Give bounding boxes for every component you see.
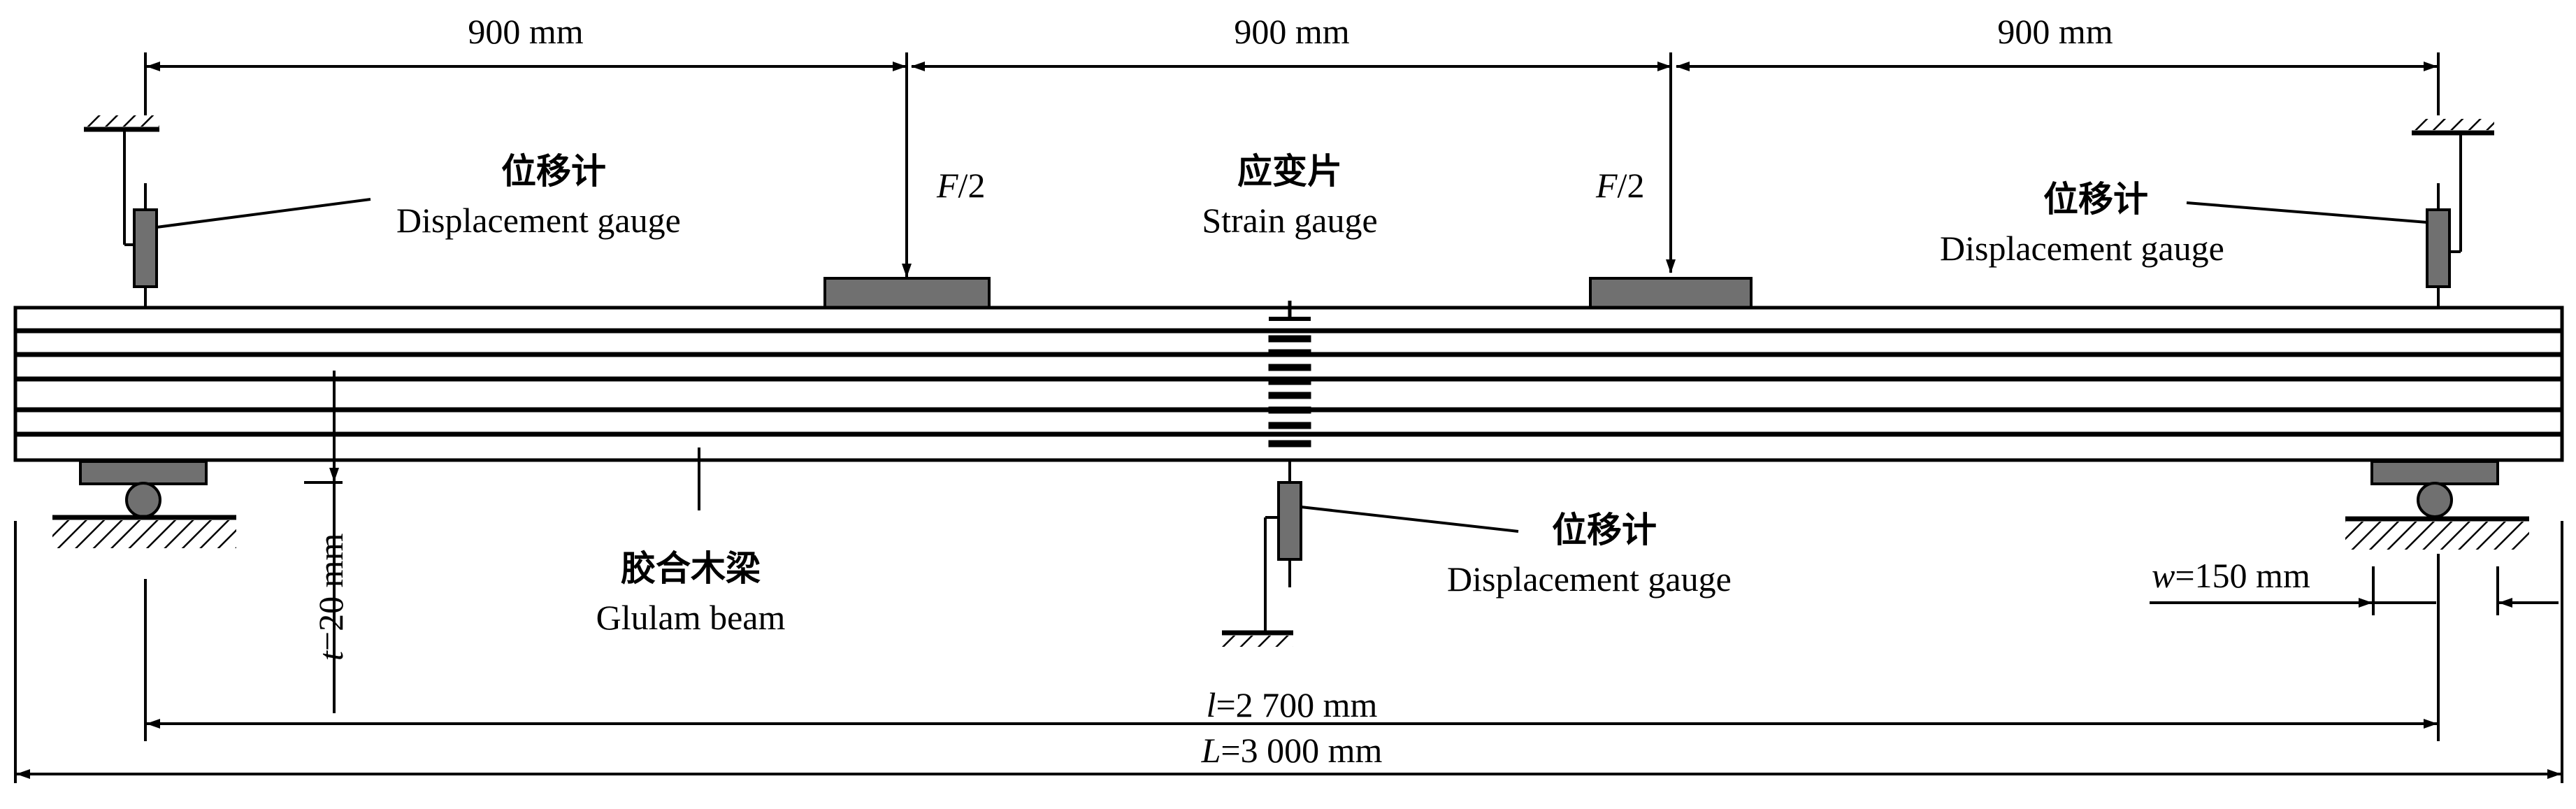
gauge-left-label-en: Displacement gauge — [396, 201, 681, 240]
strain-gauge-label-zh: 应变片 — [1237, 151, 1342, 192]
span-left-label: 900 mm — [468, 12, 583, 51]
support-right — [2345, 460, 2529, 550]
gauge-right-label-zh: 位移计 — [2043, 179, 2148, 220]
beam-label-zh: 胶合木梁 — [621, 548, 761, 589]
strain-gauge-label-en: Strain gauge — [1202, 201, 1377, 240]
span-dimension-line — [144, 52, 2440, 115]
total-length-dimension — [14, 521, 2563, 783]
support-width-dimension — [2150, 566, 2559, 615]
clear-span-dimension — [144, 554, 2440, 741]
displacement-gauge-middle — [1222, 460, 1519, 647]
displacement-gauge-right — [2186, 119, 2494, 308]
load-label-right: F/2 — [1595, 166, 1644, 205]
gauge-left-label-zh: 位移计 — [501, 151, 606, 192]
displacement-gauge-left — [84, 115, 371, 308]
thickness-label: t=20 mm — [311, 534, 350, 661]
gauge-right-label-en: Displacement gauge — [1940, 229, 2224, 268]
load-plate-right — [1589, 277, 1753, 309]
support-width-label: w=150 mm — [2152, 556, 2310, 595]
thickness-dimension — [304, 371, 343, 713]
load-label-left: F/2 — [936, 166, 985, 205]
beam-label-en: Glulam beam — [596, 598, 786, 637]
strain-gauges — [1268, 301, 1311, 448]
gauge-middle-label-zh: 位移计 — [1552, 510, 1657, 550]
load-plate-left — [823, 277, 991, 309]
gauge-middle-label-en: Displacement gauge — [1447, 559, 1732, 599]
span-middle-label: 900 mm — [1234, 12, 1349, 51]
support-left — [52, 460, 236, 548]
clear-span-label: l=2 700 mm — [1207, 685, 1378, 724]
total-length-label: L=3 000 mm — [1201, 731, 1383, 770]
span-right-label: 900 mm — [1997, 12, 2113, 51]
